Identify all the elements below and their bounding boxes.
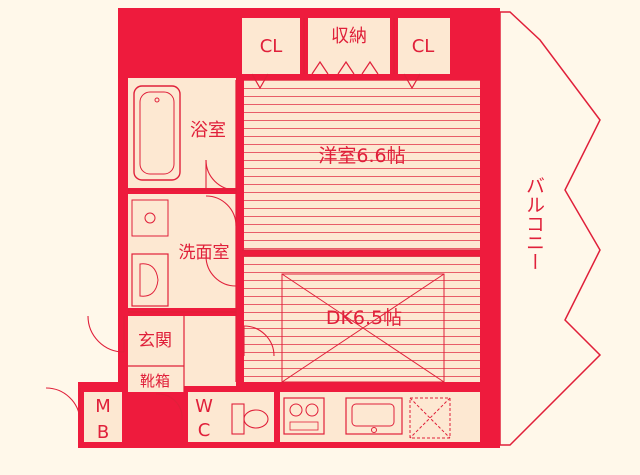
closet-left-floor bbox=[242, 18, 300, 74]
kitchen-sink-icon bbox=[345, 397, 403, 435]
western-room-floor bbox=[244, 80, 480, 250]
shoebox-label: 靴箱 bbox=[140, 372, 170, 390]
washroom-label: 洗面室 bbox=[179, 243, 230, 263]
washroom-floor bbox=[128, 194, 236, 308]
fridge-space bbox=[409, 397, 451, 439]
bathtub-icon bbox=[133, 85, 181, 181]
storage-label: 収納 bbox=[331, 26, 367, 47]
closet-right-floor bbox=[398, 18, 450, 74]
dk-label: DK6.5帖 bbox=[326, 307, 402, 329]
bathroom-label: 浴室 bbox=[190, 120, 226, 141]
closet-left-label: CL bbox=[260, 36, 283, 57]
mb-label-b: B bbox=[97, 422, 109, 443]
washbasin-icon bbox=[131, 253, 169, 307]
western-room-label: 洋室6.6帖 bbox=[318, 145, 405, 167]
balcony-outline bbox=[499, 11, 602, 446]
stove-icon bbox=[283, 397, 325, 435]
dk-floor bbox=[244, 256, 480, 382]
bath-floor bbox=[128, 78, 236, 188]
wc-label-c: C bbox=[198, 420, 211, 441]
shoebox-floor bbox=[128, 368, 184, 392]
balcony-label: バルコニー bbox=[523, 176, 545, 271]
wc-floor bbox=[188, 392, 274, 442]
wc-label-w: W bbox=[195, 396, 213, 417]
washing-machine-icon bbox=[131, 199, 169, 237]
mb-label-m: M bbox=[95, 396, 111, 417]
entrance-label: 玄関 bbox=[138, 331, 172, 351]
closet-right-label: CL bbox=[412, 36, 435, 57]
mb-floor bbox=[84, 392, 122, 442]
